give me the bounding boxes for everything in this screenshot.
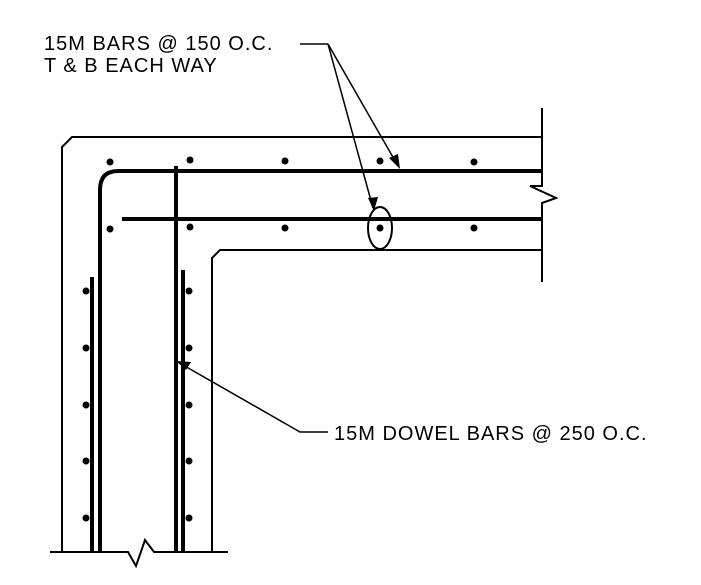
concrete-outline [50,108,559,569]
bar-dot [185,344,193,352]
bar-dot [186,223,194,231]
wall-break-line [50,537,228,569]
bar-dot [376,157,384,165]
bar-dot [82,287,90,295]
bar-dot [82,344,90,352]
top-bars-callout-line2: T & B EACH WAY [44,55,218,77]
bar-dot [186,156,194,164]
wall-outer-bar-dots [82,287,90,522]
bar-dot [185,287,193,295]
top-bars-callout-line1: 15M BARS @ 150 O.C. [44,33,273,55]
top-callout-leader [300,43,399,209]
bar-dot [82,457,90,465]
arrowhead-bottom-bar [368,197,378,211]
bar-dot [106,158,114,166]
dowel-callout-leader [175,360,328,433]
bar-dot [470,158,478,166]
leader-lines [175,43,399,433]
bar-dot [470,224,478,232]
slab-top-bar-dots [106,156,478,166]
slab-bottom-bar-dots [106,223,478,233]
bar-dot [185,401,193,409]
slab-break-line [529,108,559,282]
top-bent-bar [98,169,542,210]
arrowhead-top-bar [389,154,400,169]
dowel-bars-callout: 15M DOWEL BARS @ 250 O.C. [334,423,648,445]
bar-dot [281,224,289,232]
bar-dot [82,514,90,522]
outer-concrete-edge [61,136,542,552]
arrowheads [176,154,400,370]
bar-dot [106,225,114,233]
bar-dot [82,401,90,409]
bottom-bar-highlight-ellipse [367,206,393,250]
inner-concrete-edge [211,249,542,552]
bar-dot [281,157,289,165]
bar-dot [376,224,384,232]
bar-dot [185,514,193,522]
reinforcing-bars [90,166,542,552]
arrowhead-dowel-bar [176,361,191,370]
bar-dot [185,457,193,465]
wall-inner-bar-dots [185,287,193,522]
